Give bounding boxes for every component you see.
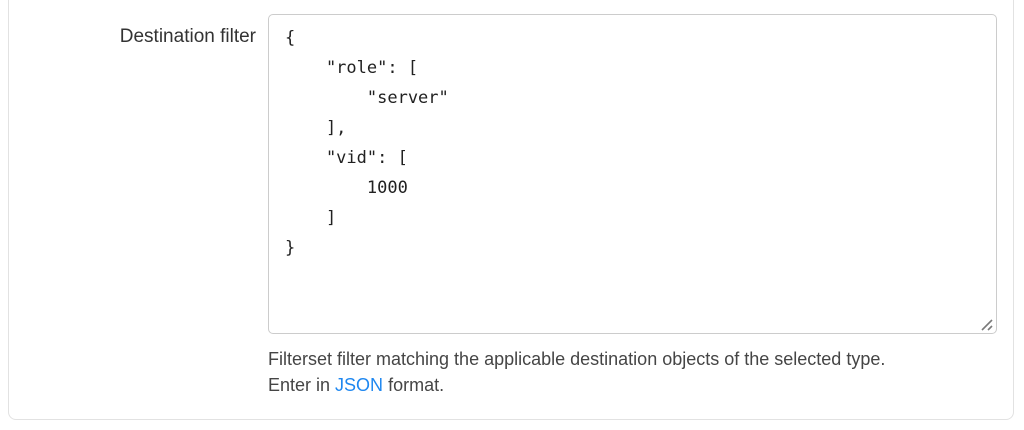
destination-filter-textarea[interactable]: { "role": [ "server" ], "vid": [ 1000 ] … xyxy=(268,14,997,334)
help-line-2-prefix: Enter in xyxy=(268,375,336,395)
help-line-2-suffix: format. xyxy=(383,375,445,395)
form-card: Destination filter { "role": [ "server" … xyxy=(8,0,1014,420)
help-line-1: Filterset filter matching the applicable… xyxy=(268,349,886,369)
resize-handle-icon[interactable] xyxy=(978,317,994,331)
destination-filter-label: Destination filter xyxy=(119,26,256,47)
help-line-2: Enter in JSON format. xyxy=(268,372,1008,398)
json-format-link[interactable]: JSON xyxy=(335,375,384,395)
field-help-text: Filterset filter matching the applicable… xyxy=(268,346,1008,398)
destination-filter-field: { "role": [ "server" ], "vid": [ 1000 ] … xyxy=(268,14,997,334)
